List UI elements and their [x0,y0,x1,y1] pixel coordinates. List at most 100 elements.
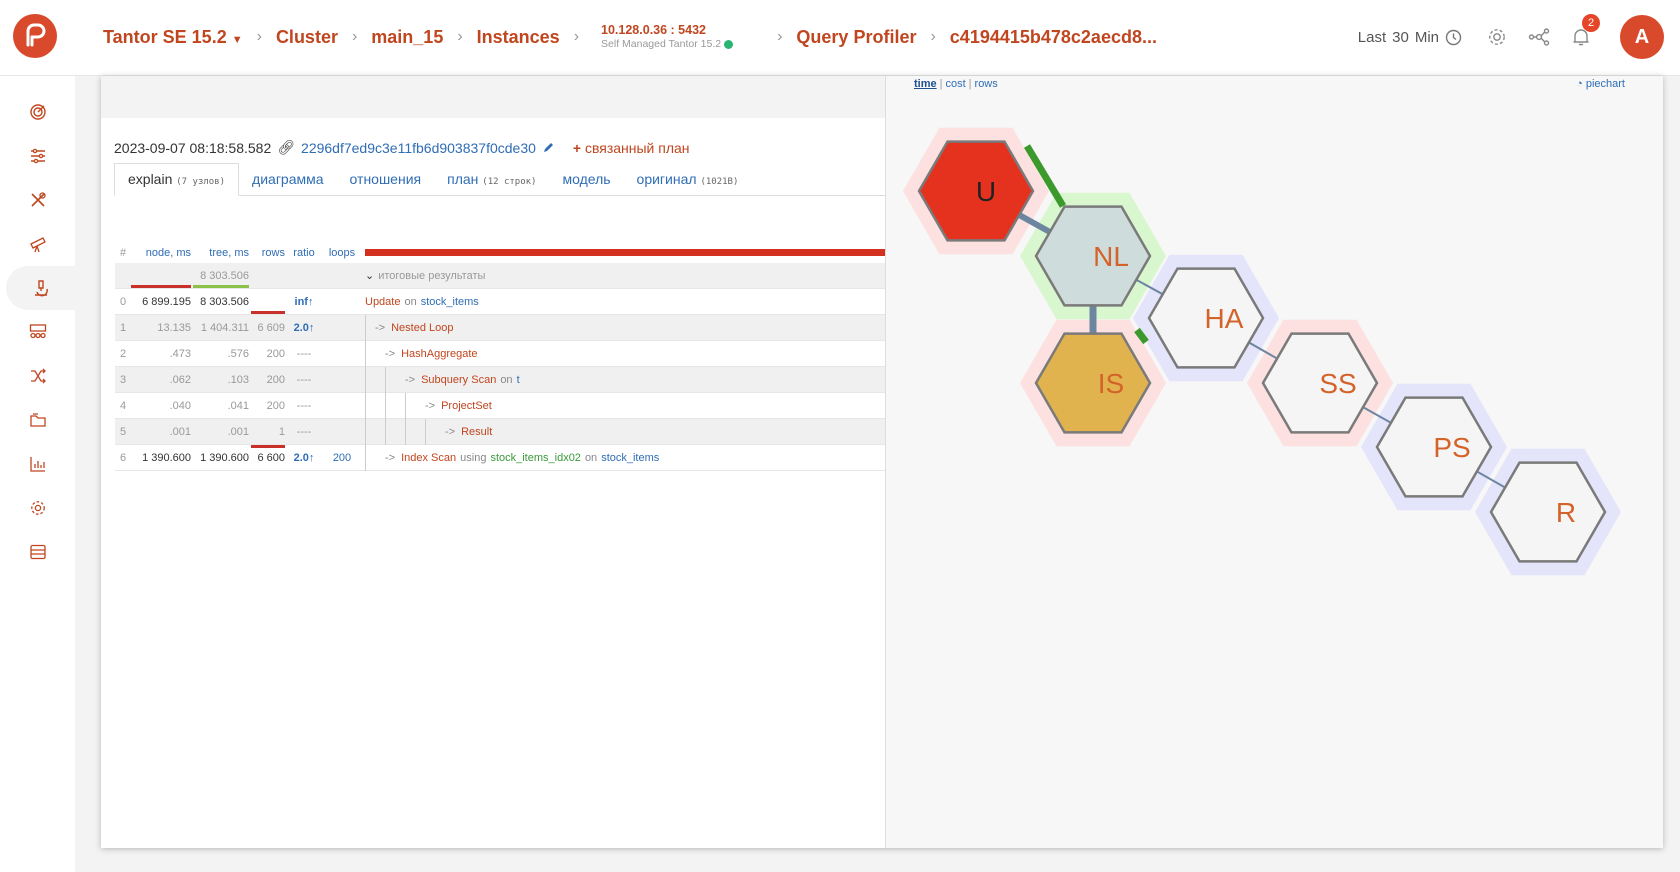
plan-node-ha[interactable]: HA [1147,267,1265,369]
tab-label: диаграмма [252,171,324,187]
tab-note: (12 строк) [482,177,537,187]
row-operation[interactable]: -> HashAggregate [365,340,885,367]
timeframe-selector[interactable]: Last 30 Min [1358,29,1462,46]
sidebar-item-settings-tune[interactable] [0,134,75,178]
tab-plan[interactable]: план (12 строк) [434,171,549,195]
breadcrumb-instance[interactable]: 10.128.0.36 : 5432 Self Managed Tantor 1… [601,23,734,51]
col-tree[interactable]: tree, ms [209,247,249,259]
user-avatar[interactable]: A [1620,15,1664,59]
piechart-label: piechart [1585,78,1625,90]
row-node: .473 [169,347,191,360]
app-logo[interactable] [13,14,57,58]
metric-time[interactable]: time [914,78,937,90]
time-indicator-bar [1023,144,1067,208]
metric-cost[interactable]: cost [945,78,966,90]
plan-node-ps[interactable]: PS [1375,396,1493,498]
tree-indent [365,392,385,419]
chevron-right-icon: › [777,28,783,45]
breadcrumb-db[interactable]: main_15 [371,26,444,47]
pencil-icon[interactable] [542,141,555,154]
chart-icon [29,457,45,472]
breadcrumb-instances[interactable]: Instances [476,26,560,47]
row-operation[interactable]: -> Subquery Scan on t [365,366,885,393]
row-operation[interactable]: -> Index Scan using stock_items_idx02 on… [365,444,885,471]
col-loops[interactable]: loops [328,247,356,259]
breadcrumb-query-hash[interactable]: c4194415b478c2aecd8... [949,26,1157,47]
row-operation[interactable]: Update on stock_items [365,289,885,314]
tab-label: оригинал [636,171,697,187]
plus-icon: + [572,139,582,156]
breadcrumb-profiler[interactable]: Query Profiler [796,26,917,47]
row-idx: 2 [119,347,127,360]
operation-object: t [516,373,520,386]
plan-node-nl[interactable]: NL [1034,205,1152,307]
metric-switch: time|cost|rows [914,78,998,90]
row-rows [251,289,285,314]
operation-index: stock_items_idx02 [490,451,581,464]
col-ratio[interactable]: ratio [293,247,315,259]
related-plan-button[interactable]: + связанный план [573,140,690,156]
breadcrumb-product[interactable]: Tantor SE 15.2▼ [103,26,243,47]
summary-row[interactable]: 8 303.506 ⌄итоговые результаты [115,263,885,289]
table-row[interactable]: 1 13.135 1 404.311 6 609 2.0↑ -> Nested … [115,314,885,341]
table-row[interactable]: 4 .040 .041 200 ---- -> ProjectSet [115,392,885,419]
plan-node-u[interactable]: U [917,140,1035,242]
plan-id-link[interactable]: 2296df7ed9c3e11fb6d903837f0cde30 [301,139,536,156]
table-row[interactable]: 6 1 390.600 1 390.600 6 600 2.0↑ 200 -> … [115,444,885,471]
plan-node-is[interactable]: IS [1034,332,1152,434]
timeframe-value: 30 [1392,28,1409,46]
sidebar-item-reports[interactable] [0,442,75,486]
related-plan-label: связанный план [584,139,690,156]
sidebar-item-profiler[interactable] [6,266,75,310]
operation-using: using [460,451,487,464]
link-icon[interactable]: 🔗︎ [277,139,296,155]
tab-relations[interactable]: отношения [337,171,435,195]
sidebar-item-explorer[interactable] [0,222,75,266]
plan-pane: 2023-09-07 08:18:58.582 🔗︎ 2296df7ed9c3e… [101,76,886,848]
sidebar-item-groups[interactable] [0,310,75,354]
grid-icon [29,324,46,339]
sidebar-item-settings[interactable] [0,486,75,530]
metric-rows[interactable]: rows [974,78,998,90]
row-operation[interactable]: -> Nested Loop [365,314,885,341]
tree-indent [385,418,405,445]
profiler-panel: 2023-09-07 08:18:58.582 🔗︎ 2296df7ed9c3e… [101,76,1663,848]
table-row[interactable]: 3 .062 .103 200 ---- -> Subquery Scan on… [115,366,885,393]
node-hexagon [1375,396,1493,498]
tab-model[interactable]: модель [549,171,623,195]
sidebar-item-replication[interactable] [0,354,75,398]
tab-explain[interactable]: explain (7 узлов) [114,163,240,196]
notifications-button[interactable]: 2 [1570,14,1600,48]
chevron-right-icon: › [930,28,936,45]
settings-button[interactable] [1486,26,1508,48]
table-row[interactable]: 5 .001 .001 1 ---- -> Result [115,418,885,445]
pie-icon: ◔ [1576,78,1583,90]
status-ok-icon [724,39,734,49]
tree-arrow: -> [375,321,386,334]
tab-note: (7 узлов) [176,177,226,187]
plan-node-ss[interactable]: SS [1261,332,1379,434]
row-operation[interactable]: -> Result [365,418,885,445]
sidebar-item-tools[interactable] [0,178,75,222]
table-row[interactable]: 2 .473 .576 200 ---- -> HashAggregate [115,340,885,367]
topology-button[interactable] [1528,26,1550,48]
sidebar-item-dashboard[interactable] [0,90,75,134]
plan-toolbar [101,76,885,118]
node-label: HA [1205,303,1244,334]
col-rows[interactable]: rows [261,247,285,259]
piechart-toggle[interactable]: ◔ piechart [1576,78,1625,90]
row-tree: .001 [227,425,249,438]
operation-object: stock_items [420,295,479,308]
tab-original[interactable]: оригинал (1021B) [624,171,752,195]
timeframe-last: Last [1357,28,1387,46]
sidebar-item-files[interactable] [0,398,75,442]
tab-label: explain [128,171,173,187]
row-tree: .576 [227,347,249,360]
breadcrumb-cluster[interactable]: Cluster [275,26,338,47]
row-operation[interactable]: -> ProjectSet [365,392,885,419]
sidebar-item-storage[interactable] [0,530,75,574]
col-node[interactable]: node, ms [145,247,191,259]
plan-node-r[interactable]: R [1489,461,1607,563]
table-row[interactable]: 0 6 899.195 8 303.506 inf↑ Update on sto… [115,289,885,315]
tab-diagram[interactable]: диаграмма [239,171,337,195]
